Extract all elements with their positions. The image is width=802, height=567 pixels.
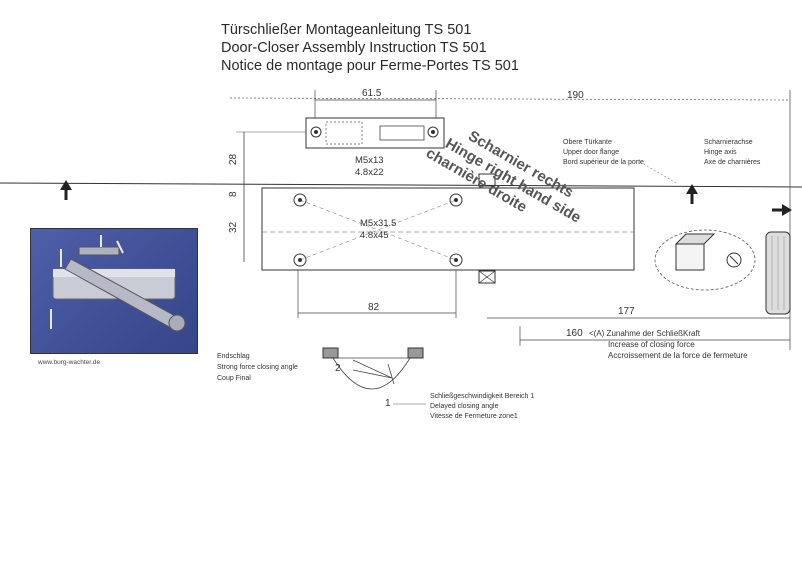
screw-body-m5: M5x31.5 <box>360 218 396 229</box>
hinge-axis-fr: Axe de charnières <box>704 159 761 166</box>
valve-1-label: 1 <box>385 398 391 409</box>
dim-61-5-label: 61.5 <box>362 88 382 99</box>
closing-speed-fr: Vitesse de Fermeture zone1 <box>430 413 518 420</box>
upper-flange-de: Obere Türkante <box>563 139 612 146</box>
dim-28-label: 28 <box>228 153 239 165</box>
door-edge-arrow-left <box>60 180 72 200</box>
dim-82-label: 82 <box>368 302 380 313</box>
photo-screw-4 <box>116 240 124 254</box>
body-hole-1 <box>293 193 307 207</box>
hinge-right-stamp: Scharnier rechts Hinge right hand side c… <box>423 127 584 226</box>
title-french: Notice de montage pour Ferme-Portes TS 5… <box>221 58 519 74</box>
mounting-plate-hole-right <box>427 126 439 138</box>
force-label-fr: Accroissement de la force de fermeture <box>608 351 748 360</box>
adjust-valve-top <box>478 173 496 187</box>
photo-mounting-plate <box>78 246 120 256</box>
mounting-plate-slot <box>325 121 363 145</box>
dim-160-label: 160 <box>566 328 583 339</box>
website-credit: www.burg-wachter.de <box>38 359 101 366</box>
closer-body-outline <box>261 187 635 271</box>
title-english: Door-Closer Assembly Instruction TS 501 <box>221 40 487 56</box>
upper-door-edge-line <box>0 182 802 188</box>
upper-flange-en: Upper door flange <box>563 149 619 156</box>
photo-closer-highlight <box>53 269 175 277</box>
adjust-valve-bottom <box>478 270 496 284</box>
body-hole-2 <box>449 193 463 207</box>
hinge-arrow <box>772 204 792 216</box>
dim-8-label: 8 <box>228 191 239 197</box>
body-hole-3 <box>293 253 307 267</box>
door-closer-photo-drawing <box>50 235 186 332</box>
angle-diagram-left-stop <box>322 347 339 359</box>
force-label-en: Increase of closing force <box>608 340 695 349</box>
mounting-plate-hole-left <box>310 126 322 138</box>
closing-speed-en: Delayed closing angle <box>430 403 499 410</box>
angle-diagram-right-stop <box>407 347 424 359</box>
valve-2-label: 2 <box>335 363 341 374</box>
angle-diagram-arc <box>332 357 411 390</box>
hinge-axis-de: Scharnierachse <box>704 139 753 146</box>
force-label-de: <(A) Zunahme der SchließKraft <box>589 329 701 338</box>
door-edge-arrow-right <box>686 184 698 204</box>
door-closer-photo <box>30 228 198 354</box>
screw-body-wood: 4.8x45 <box>360 230 389 241</box>
photo-arm-pivot <box>168 314 186 332</box>
mounting-plate-outline <box>305 117 445 149</box>
dim-177-label: 177 <box>618 306 635 317</box>
dim-190-label: 190 <box>567 90 584 101</box>
dimension-line-top <box>229 97 791 101</box>
screw-top-m5: M5x13 <box>355 155 384 166</box>
screw-top-wood: 4.8x22 <box>355 167 384 178</box>
final-angle-fr: Coup Final <box>217 375 251 382</box>
valve-detail-ellipse <box>654 229 756 291</box>
closing-speed-de: Schließgeschwindigkeit Bereich 1 <box>430 393 534 400</box>
final-angle-de: Endschlag <box>217 353 250 360</box>
upper-flange-leader <box>639 161 679 185</box>
upper-flange-fr: Bord supérieur de la porte <box>563 159 644 166</box>
valve-detail-screw <box>726 252 742 268</box>
mounting-plate-bracket <box>379 125 425 141</box>
body-hole-4 <box>449 253 463 267</box>
hinge-axis-en: Hinge axis <box>704 149 737 156</box>
final-angle-en: Strong force closing angle <box>217 364 298 371</box>
title-german: Türschließer Montageanleitung TS 501 <box>221 22 472 38</box>
dim-32-label: 32 <box>228 221 239 233</box>
valve-detail-block <box>675 243 705 271</box>
